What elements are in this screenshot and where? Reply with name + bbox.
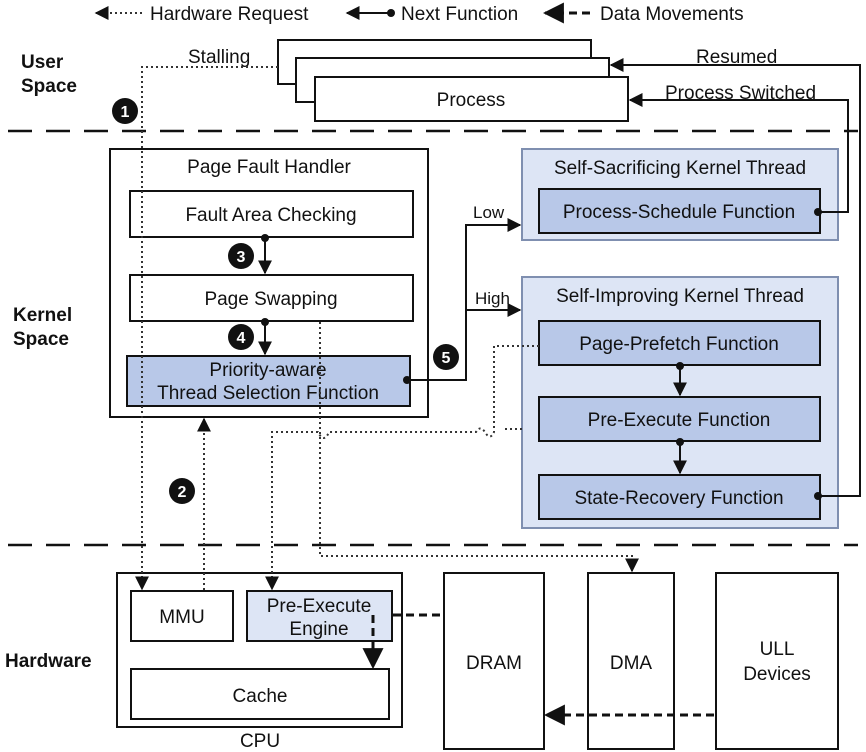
- step-badges: 1 2 3 4 5: [112, 98, 459, 504]
- hardware-request-arrows: [135, 66, 639, 591]
- step-badge-4: [228, 324, 254, 350]
- page-swapping-label: Page Swapping: [204, 289, 337, 310]
- step-number-3: 3: [237, 249, 246, 266]
- process-switched-label: Process Switched: [665, 83, 816, 104]
- dma-box: [587, 572, 675, 750]
- process-box-front: [314, 76, 629, 122]
- dot-recovery: [814, 492, 822, 500]
- region-hardware: Hardware: [5, 651, 92, 672]
- self-sacrificing-thread: Self-Sacrificing Kernel Thread Process-S…: [521, 148, 839, 241]
- legend-hardware-request: Hardware Request: [150, 4, 309, 25]
- handler-title: Page Fault Handler: [187, 157, 351, 178]
- recovery-box: [538, 474, 821, 520]
- step-number-2: 2: [178, 484, 187, 501]
- process-label: Process: [437, 90, 506, 111]
- fault-area-box: [129, 190, 414, 238]
- high-label: High: [475, 289, 510, 308]
- dot-swap-to-select: [261, 318, 269, 326]
- pre-execute-box: [538, 396, 821, 442]
- page-swapping-box: [129, 274, 414, 322]
- step-badge-2: [169, 478, 195, 504]
- schedule-label: Process-Schedule Function: [563, 202, 795, 223]
- self-improving-thread: Self-Improving Kernel Thread Page-Prefet…: [521, 276, 839, 529]
- engine-label-line1: Pre-Execute: [267, 596, 372, 617]
- cache-box: [130, 668, 390, 720]
- page-fault-handler: Page Fault Handler Fault Area Checking P…: [109, 148, 429, 418]
- selection-label-line1: Priority-aware: [209, 360, 326, 381]
- step-badge-3: [228, 243, 254, 269]
- low-label: Low: [473, 203, 505, 222]
- dot-prefetch: [676, 362, 684, 370]
- ull-box: [715, 572, 839, 750]
- schedule-box: [538, 188, 821, 234]
- cpu-label: CPU: [240, 731, 280, 752]
- ull-label-line1: ULL: [760, 639, 795, 660]
- sacrificing-title: Self-Sacrificing Kernel Thread: [554, 158, 806, 179]
- mmu-box: [130, 590, 234, 642]
- dram-label: DRAM: [466, 653, 522, 674]
- recovery-label: State-Recovery Function: [574, 488, 783, 509]
- next-function-arrows: Low High: [258, 58, 861, 500]
- prefetch-box: [538, 320, 821, 366]
- step-number-4: 4: [237, 330, 246, 347]
- ull-label-line2: Devices: [743, 664, 811, 685]
- improving-title: Self-Improving Kernel Thread: [556, 286, 804, 307]
- cache-label: Cache: [233, 686, 288, 707]
- dot-preexec: [676, 438, 684, 446]
- step-badge-1: [112, 98, 138, 124]
- region-user-line1: User: [21, 52, 64, 73]
- step-number-1: 1: [121, 104, 130, 121]
- dot-schedule: [814, 208, 822, 216]
- legend-solid-dot: [387, 9, 395, 17]
- region-kernel-line2: Space: [13, 329, 69, 350]
- arrow-process-switched: [628, 93, 849, 213]
- selection-label-line2: Thread Selection Function: [157, 383, 379, 404]
- cpu: CPU MMU Pre-Execute Engine Cache: [116, 572, 403, 752]
- dot-select-output: [403, 376, 411, 384]
- pre-execute-label: Pre-Execute Function: [588, 410, 771, 431]
- stalling-label: Stalling: [188, 47, 250, 68]
- legend-data-movements: Data Movements: [600, 4, 744, 25]
- mmu-label: MMU: [159, 607, 204, 628]
- dma-label: DMA: [610, 653, 653, 674]
- arrow-low-branch: [407, 218, 522, 381]
- dot-fault-to-swap: [261, 234, 269, 242]
- dram-box: [443, 572, 545, 750]
- step-badge-5: [433, 344, 459, 370]
- request-stalling-to-mmu: [135, 66, 278, 591]
- request-swap-to-dma: [319, 322, 639, 573]
- data-movement-arrows: [362, 613, 714, 726]
- engine-label-line2: Engine: [289, 619, 348, 640]
- prefetch-label: Page-Prefetch Function: [579, 334, 779, 355]
- process-stack: Process: [277, 39, 629, 122]
- request-prefetch-to-engine: [265, 345, 539, 591]
- engine-box: [246, 590, 393, 642]
- step-number-5: 5: [442, 350, 451, 367]
- fault-area-label: Fault Area Checking: [185, 205, 356, 226]
- region-user-line2: Space: [21, 76, 77, 97]
- legend: Hardware Request Next Function Data Move…: [94, 2, 744, 25]
- resumed-label: Resumed: [696, 47, 777, 68]
- arrow-resumed: [609, 58, 861, 497]
- legend-next-function: Next Function: [401, 4, 518, 25]
- region-kernel-line1: Kernel: [13, 305, 72, 326]
